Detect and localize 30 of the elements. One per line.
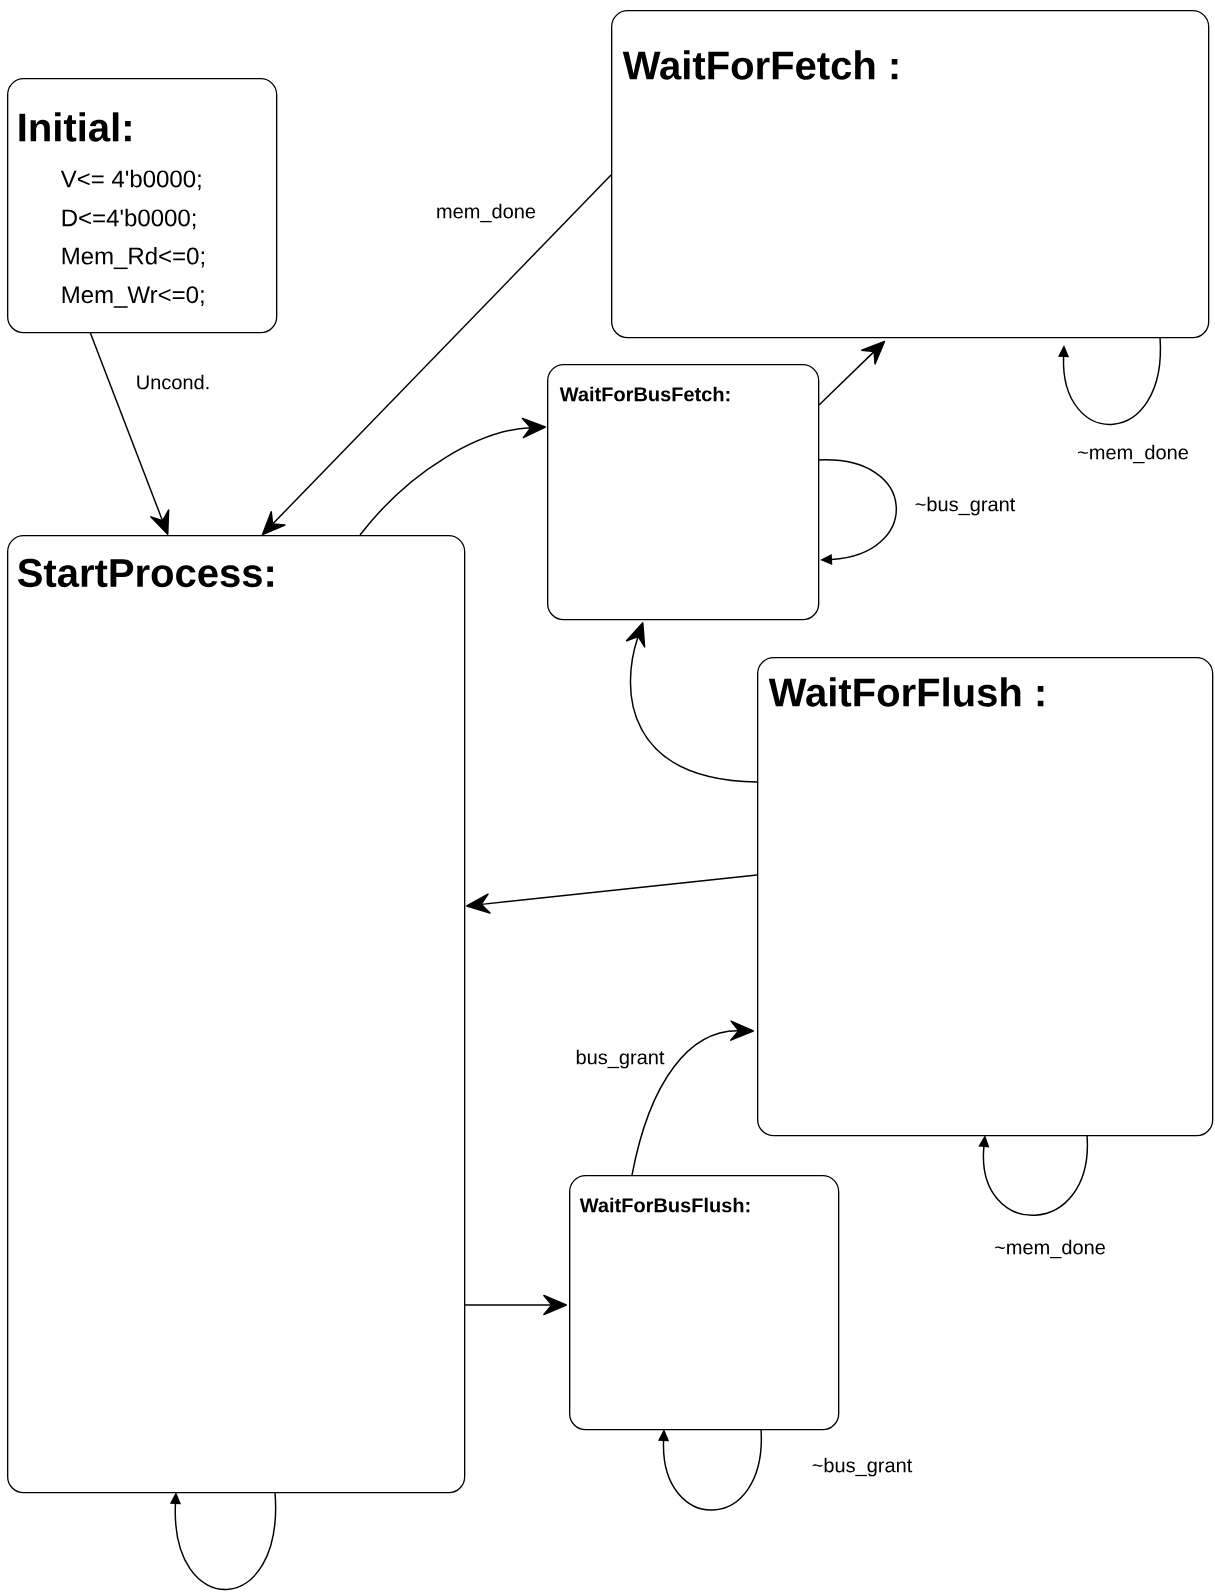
arrow [89, 331, 170, 536]
arrow [466, 874, 758, 914]
arrow [978, 1134, 1088, 1216]
state-name: StartProcess: [17, 558, 273, 588]
assignment-text: Mem_Wr<=0; [62, 286, 204, 308]
state-name: WaitForBusFlush: [579, 1197, 750, 1213]
state-name: WaitForBusFetch: [559, 386, 730, 402]
arrow [658, 1428, 762, 1511]
arrow [464, 1294, 567, 1316]
edge-label: mem_done [434, 202, 538, 224]
assignment-text: Mem_Rd<=0; [62, 246, 204, 270]
arrow [169, 1491, 276, 1591]
arrow [631, 1020, 754, 1176]
edge-label: ~mem_done [1075, 443, 1191, 465]
assignment-text: V<= 4'b0000; [60, 169, 201, 191]
edge-label: ~bus_grant [913, 495, 1017, 517]
edge-label: ~mem_done [992, 1238, 1108, 1260]
state-name: WaitForFetch : [622, 50, 898, 80]
arrow [261, 174, 612, 536]
edge-label: ~bus_grant [810, 1456, 914, 1478]
arrow [625, 621, 758, 783]
edge-label: Uncond. [134, 373, 212, 391]
edge-label: bus_grant [574, 1048, 666, 1070]
state-name: Initial: [19, 112, 131, 142]
state-name: WaitForFlush : [768, 677, 1044, 707]
arrow [359, 417, 546, 536]
arrow [818, 340, 886, 406]
arrow [1058, 336, 1161, 425]
arrow [817, 459, 897, 565]
assignment-text: D<=4'b0000; [62, 208, 196, 230]
